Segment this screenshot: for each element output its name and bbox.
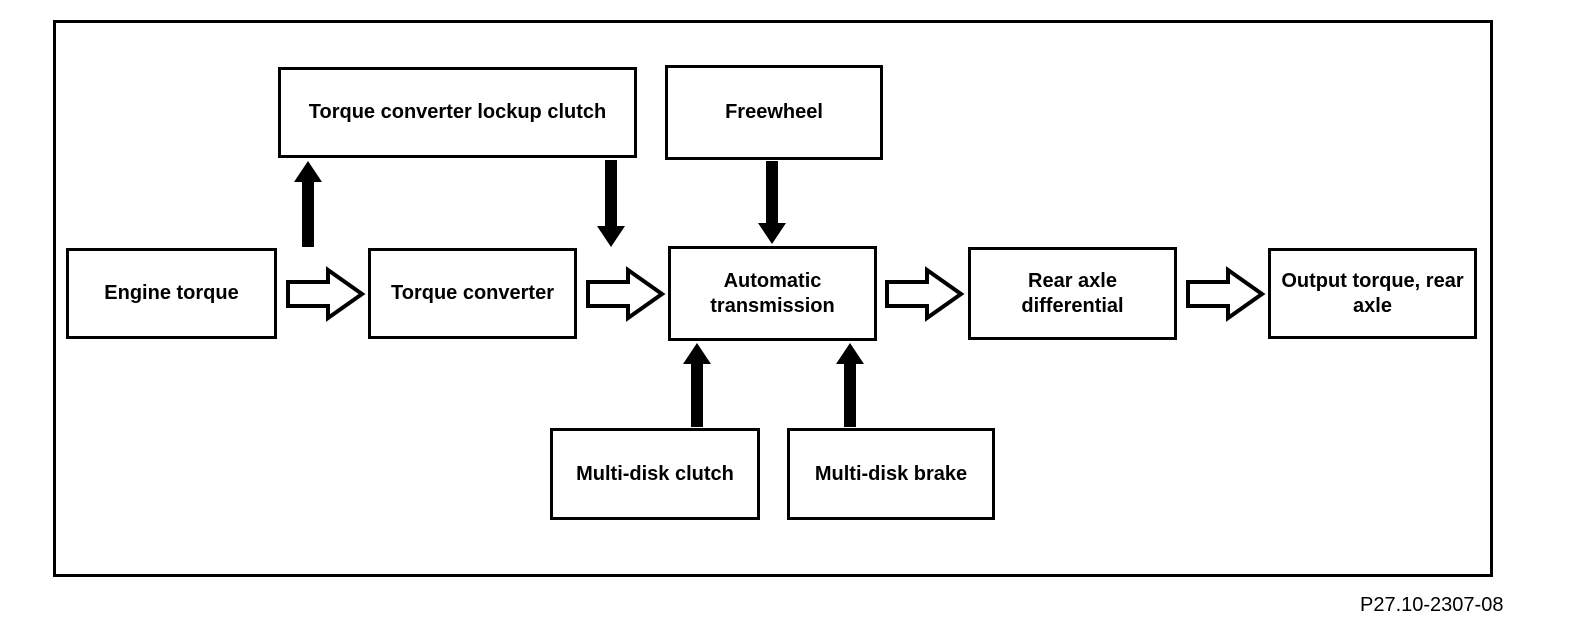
- box-freewheel-label: Freewheel: [725, 101, 823, 123]
- box-engine-torque-label: Engine torque: [104, 282, 239, 304]
- box-multi-disk-clutch-label: Multi-disk clutch: [576, 462, 734, 485]
- box-automatic-transmission-label: Automatic transmission: [710, 269, 835, 317]
- figure-number: P27.10-2307-08: [1360, 594, 1504, 616]
- box-multi-disk-clutch: Multi-disk clutch: [550, 428, 760, 520]
- box-rear-axle-differential: Rear axle differential: [968, 247, 1177, 340]
- box-torque-converter: Torque converter: [368, 248, 577, 339]
- box-engine-torque: Engine torque: [66, 248, 277, 339]
- box-freewheel: Freewheel: [665, 65, 883, 160]
- box-output-torque-rear-axle-label: Output torque, rear axle: [1281, 269, 1464, 317]
- box-rear-axle-differential-label: Rear axle differential: [1021, 269, 1124, 317]
- box-automatic-transmission: Automatic transmission: [668, 246, 877, 341]
- box-multi-disk-brake-label: Multi-disk brake: [814, 462, 968, 485]
- box-torque-converter-label: Torque converter: [391, 282, 554, 304]
- box-multi-disk-brake: Multi-disk brake: [787, 428, 995, 520]
- box-torque-converter-lockup-clutch-label: Torque converter lockup clutch: [308, 101, 607, 123]
- box-torque-converter-lockup-clutch: Torque converter lockup clutch: [278, 67, 637, 158]
- box-output-torque-rear-axle: Output torque, rear axle: [1268, 248, 1477, 339]
